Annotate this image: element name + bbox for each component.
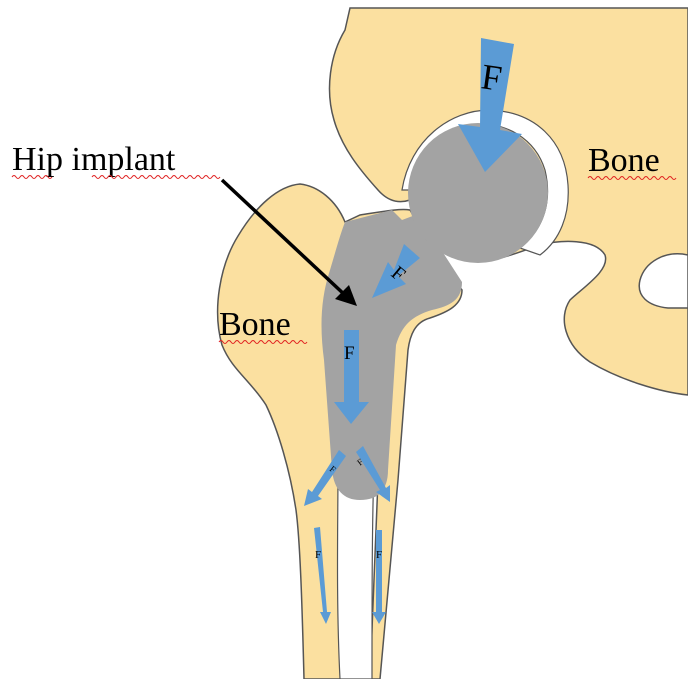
medullary-canal bbox=[338, 470, 375, 679]
force-label-stem: F bbox=[344, 343, 355, 364]
force-label-lower-right: F bbox=[376, 549, 382, 561]
bone-label-right: Bone bbox=[588, 142, 660, 179]
hip-implant-label: Hip implant bbox=[12, 141, 176, 178]
force-label-lower-left: F bbox=[315, 549, 321, 561]
bone-label-left: Bone bbox=[219, 306, 291, 343]
